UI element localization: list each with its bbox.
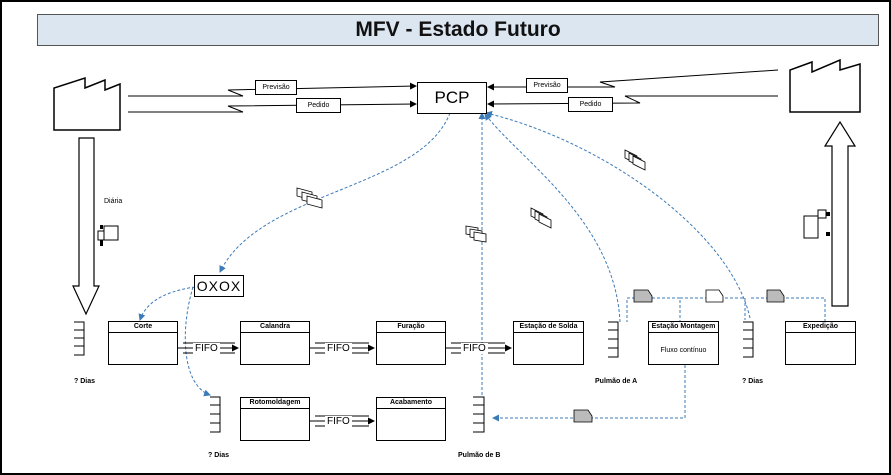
kanban-cards-2: [465, 225, 487, 243]
days-label-bottom: ? Dias: [208, 452, 230, 459]
process-rotomoldagem-title: Rotomoldagem: [241, 398, 309, 409]
supplier-factory-icon: [53, 76, 121, 131]
delivery-frequency-label: Diária: [104, 198, 123, 205]
days-label-left: ? Dias: [74, 378, 96, 385]
fifo-label-4: FIFO: [325, 416, 352, 427]
process-calandra: Calandra: [240, 321, 310, 365]
process-montagem-note: Fluxo contínuo: [660, 347, 707, 354]
process-corte-title: Corte: [109, 322, 177, 333]
kanban-cards-4: [624, 149, 646, 171]
process-acabamento: Acabamento: [376, 397, 446, 441]
process-corte: Corte: [108, 321, 178, 365]
days-label-right: ? Dias: [742, 378, 764, 385]
diagram-title: MFV - Estado Futuro: [37, 14, 879, 46]
customer-factory-icon: [789, 58, 861, 113]
process-acabamento-title: Acabamento: [377, 398, 445, 409]
truck-icon-left: [97, 225, 119, 246]
process-expedicao: Expedição: [785, 321, 856, 365]
process-montagem-title: Estação Montagem: [649, 322, 718, 333]
previsao-left-tag: Previsão: [255, 80, 297, 95]
signal-kanban-icons: [573, 289, 785, 423]
kanban-cards-1: [296, 187, 323, 209]
pedido-left-tag: Pedido: [296, 98, 341, 113]
pulmao-b-label: Pulmão de B: [458, 452, 501, 459]
pulmao-a-label: Pulmão de A: [595, 378, 638, 385]
customer-shipment-arrow: [823, 120, 857, 307]
inventory-stacks: [74, 321, 754, 433]
pcp-box: PCP: [417, 82, 487, 114]
process-rotomoldagem: Rotomoldagem: [240, 397, 310, 441]
truck-icon-right: [803, 209, 830, 239]
process-solda-title: Estação de Solda: [514, 322, 583, 333]
process-furacao-title: Furação: [377, 322, 445, 333]
fifo-label-1: FIFO: [193, 343, 220, 354]
process-furacao: Furação: [376, 321, 446, 365]
previsao-right-tag: Previsão: [526, 78, 568, 93]
pedido-right-tag: Pedido: [568, 97, 613, 112]
fifo-label-3: FIFO: [461, 343, 488, 354]
supplier-shipment-arrow: [72, 137, 100, 316]
process-calandra-title: Calandra: [241, 322, 309, 333]
kanban-cards-3: [530, 207, 552, 229]
process-expedicao-title: Expedição: [786, 322, 855, 333]
process-solda: Estação de Solda: [513, 321, 584, 365]
fifo-label-2: FIFO: [325, 343, 352, 354]
oxox-box: OXOX: [194, 275, 244, 297]
